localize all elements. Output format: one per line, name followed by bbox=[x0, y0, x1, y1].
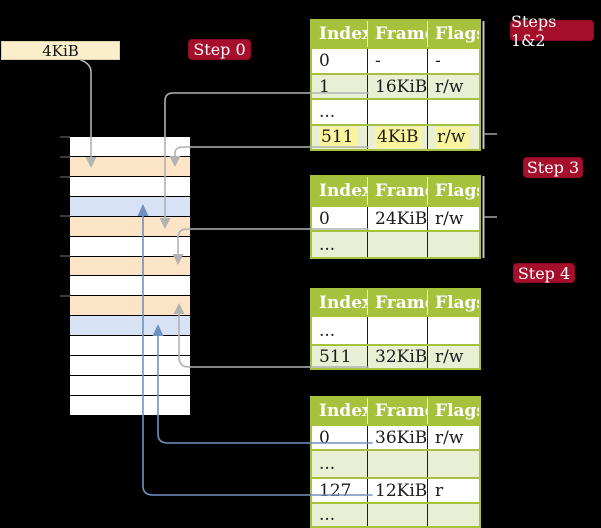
memory-tick-marks bbox=[60, 136, 70, 297]
memory-frame-row bbox=[70, 216, 190, 237]
cell-flags: r bbox=[427, 479, 479, 502]
step4-text: Step 4 bbox=[517, 263, 571, 283]
memory-frame-row bbox=[70, 296, 190, 317]
step4-label: Step 4 bbox=[513, 263, 575, 283]
cell-frame bbox=[367, 232, 427, 257]
cell-frame: 12KiB bbox=[367, 479, 427, 502]
table-row-highlighted: 511 4KiB r/w bbox=[312, 124, 479, 149]
table-row: ... bbox=[312, 98, 479, 124]
table-row: 0 24KiB r/w bbox=[312, 205, 479, 230]
table-header-row: Index Frame Flags bbox=[312, 177, 479, 205]
cell-frame: 16KiB bbox=[367, 75, 427, 98]
cell-frame bbox=[367, 317, 427, 344]
cell-flags: r/w bbox=[427, 207, 479, 230]
header-index: Index bbox=[319, 292, 367, 313]
header-index: Index bbox=[319, 401, 367, 421]
cell-frame: 32KiB bbox=[367, 346, 427, 368]
table-row: ... bbox=[312, 449, 479, 477]
table-row: 1 16KiB r/w bbox=[312, 73, 479, 98]
table-row: 0 36KiB r/w bbox=[312, 424, 479, 449]
page-table-level-4: Index Frame Flags 0 36KiB r/w ... 127 12… bbox=[310, 396, 481, 528]
step3-label: Step 3 bbox=[523, 157, 583, 178]
steps-1-2-label: Steps 1&2 bbox=[510, 12, 594, 50]
cell-index: 0 bbox=[319, 51, 330, 71]
cell-index: 511 bbox=[312, 126, 367, 149]
cell-index: ... bbox=[319, 454, 336, 474]
cell-frame: 4KiB bbox=[367, 126, 427, 149]
cell-frame bbox=[367, 451, 427, 477]
header-index: Index bbox=[319, 24, 367, 44]
header-frame: Frame bbox=[367, 21, 427, 47]
step3-text: Step 3 bbox=[526, 158, 580, 177]
memory-frame-row bbox=[70, 376, 190, 396]
memory-frame-row bbox=[70, 256, 190, 277]
cell-flags: r/w bbox=[427, 75, 479, 98]
cell-flags bbox=[427, 100, 479, 124]
header-frame: Frame bbox=[367, 398, 427, 424]
header-index: Index bbox=[319, 181, 367, 201]
cell-index: 0 bbox=[319, 208, 330, 229]
cell-index: 127 bbox=[319, 480, 352, 501]
cell-index: 0 bbox=[319, 427, 330, 448]
memory-frame-row bbox=[70, 395, 190, 415]
step0-text: Step 0 bbox=[193, 40, 246, 59]
header-frame: Frame bbox=[367, 290, 427, 315]
table-row: 127 12KiB r bbox=[312, 477, 479, 502]
memory-frame-row bbox=[70, 316, 190, 337]
table-row: 511 32KiB r/w bbox=[312, 344, 479, 368]
cell-index: ... bbox=[319, 320, 336, 341]
header-flags: Flags bbox=[427, 290, 479, 315]
memory-frame-row bbox=[70, 356, 190, 377]
header-frame: Frame bbox=[367, 177, 427, 205]
table-row: ... bbox=[312, 315, 479, 344]
cell-frame bbox=[367, 100, 427, 124]
table-row: ... bbox=[312, 502, 479, 526]
cell-frame: - bbox=[367, 49, 427, 73]
memory-frame-row bbox=[70, 196, 190, 217]
cell-flags bbox=[427, 451, 479, 477]
header-flags: Flags bbox=[427, 21, 479, 47]
page-table-level-3: Index Frame Flags ... 511 32KiB r/w bbox=[310, 288, 481, 370]
cell-flags bbox=[427, 504, 479, 526]
memory-frame-row bbox=[70, 336, 190, 357]
cell-index: ... bbox=[319, 234, 336, 255]
cell-flags bbox=[427, 232, 479, 257]
page-size-label: 4KiB bbox=[42, 41, 79, 60]
physical-memory-column bbox=[70, 137, 190, 415]
cell-flags: r/w bbox=[427, 426, 479, 449]
memory-frame-row bbox=[70, 137, 190, 157]
highlight: 511 bbox=[319, 127, 358, 148]
highlight: r/w bbox=[435, 127, 470, 148]
table-header-row: Index Frame Flags bbox=[312, 398, 479, 424]
header-flags: Flags bbox=[427, 177, 479, 205]
cell-index: 511 bbox=[319, 347, 352, 367]
page-size-box: 4KiB bbox=[1, 41, 120, 60]
table-row: 0 - - bbox=[312, 47, 479, 73]
cell-frame: 36KiB bbox=[367, 426, 427, 449]
cell-flags: r/w bbox=[427, 126, 479, 149]
cell-flags bbox=[427, 317, 479, 344]
page-table-level-1: Index Frame Flags 0 - - 1 16KiB r/w ... … bbox=[310, 19, 481, 151]
table-row: ... bbox=[312, 230, 479, 257]
cell-index: ... bbox=[319, 102, 336, 122]
cell-index: 1 bbox=[319, 76, 330, 97]
table-header-row: Index Frame Flags bbox=[312, 290, 479, 315]
cell-flags: - bbox=[427, 49, 479, 73]
connector-stubs bbox=[484, 133, 497, 218]
cell-flags: r/w bbox=[427, 346, 479, 368]
step0-label: Step 0 bbox=[188, 39, 251, 60]
memory-frame-row bbox=[70, 236, 190, 257]
cell-frame bbox=[367, 504, 427, 526]
header-flags: Flags bbox=[427, 398, 479, 424]
steps-1-2-text: Steps 1&2 bbox=[511, 11, 557, 50]
cell-frame: 24KiB bbox=[367, 207, 427, 230]
table-header-row: Index Frame Flags bbox=[312, 21, 479, 47]
memory-frame-row bbox=[70, 176, 190, 197]
page-table-level-2: Index Frame Flags 0 24KiB r/w ... bbox=[310, 175, 481, 259]
memory-frame-row bbox=[70, 156, 190, 177]
memory-frame-row bbox=[70, 276, 190, 297]
cell-index: ... bbox=[319, 505, 336, 525]
highlight: 4KiB bbox=[375, 127, 423, 148]
